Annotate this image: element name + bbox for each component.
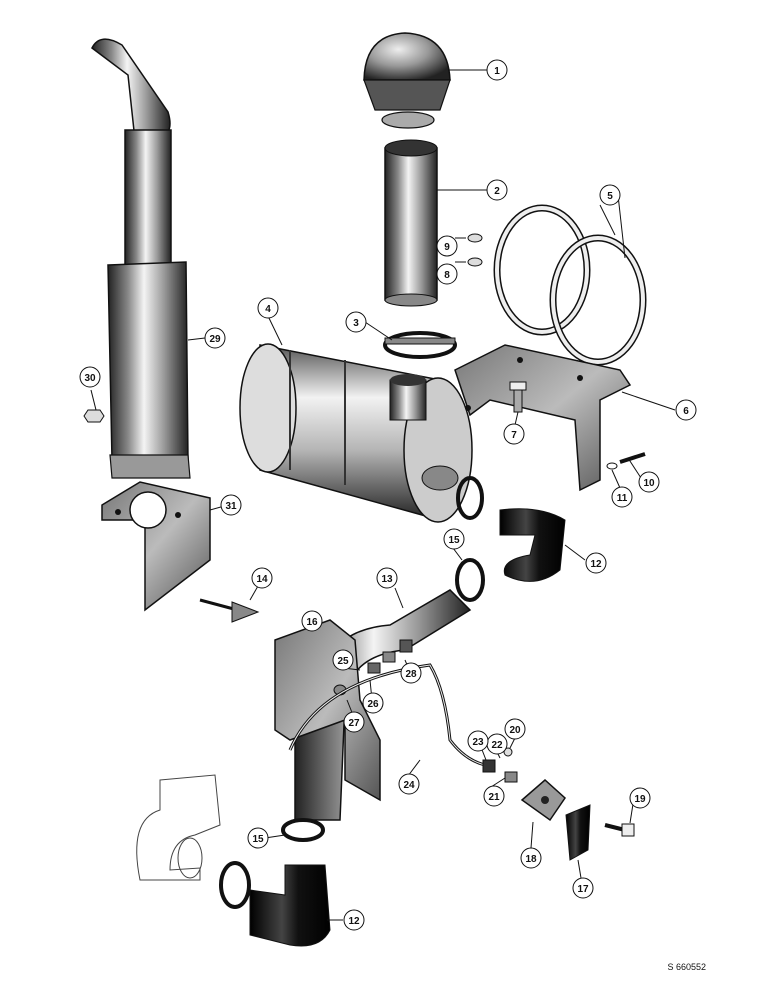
callout-15-upper: 15 bbox=[443, 528, 465, 550]
hose-elbow-lower bbox=[249, 864, 331, 947]
svg-text:7: 7 bbox=[511, 430, 517, 441]
bolt-10 bbox=[606, 452, 646, 470]
svg-text:28: 28 bbox=[405, 669, 417, 680]
svg-text:8: 8 bbox=[444, 270, 450, 281]
callout-29: 29 bbox=[204, 327, 226, 349]
intake-pipe bbox=[384, 139, 438, 307]
svg-text:24: 24 bbox=[403, 780, 415, 791]
svg-text:22: 22 bbox=[491, 740, 503, 751]
u-bolt-clamp bbox=[383, 331, 457, 359]
svg-text:4: 4 bbox=[265, 304, 271, 315]
callout-17: 17 bbox=[572, 877, 594, 899]
svg-text:6: 6 bbox=[683, 406, 689, 417]
callout-26: 26 bbox=[362, 692, 384, 714]
callout-28: 28 bbox=[400, 662, 422, 684]
svg-text:20: 20 bbox=[509, 725, 521, 736]
callout-30: 30 bbox=[79, 366, 101, 388]
svg-text:23: 23 bbox=[472, 737, 484, 748]
callout-3: 3 bbox=[345, 311, 367, 333]
callout-16: 16 bbox=[301, 610, 323, 632]
callout-21: 21 bbox=[483, 785, 505, 807]
svg-text:26: 26 bbox=[367, 699, 379, 710]
svg-text:5: 5 bbox=[607, 191, 613, 202]
svg-text:12: 12 bbox=[348, 916, 360, 927]
svg-text:14: 14 bbox=[256, 574, 268, 585]
callout-12-upper: 12 bbox=[585, 552, 607, 574]
svg-text:29: 29 bbox=[209, 334, 221, 345]
callout-7: 7 bbox=[503, 423, 525, 445]
svg-text:2: 2 bbox=[494, 186, 500, 197]
tube-bracket bbox=[274, 619, 381, 802]
air-cleaner bbox=[239, 343, 473, 523]
callout-9: 9 bbox=[436, 235, 458, 257]
nut-washer bbox=[467, 233, 483, 267]
callout-23: 23 bbox=[467, 730, 489, 752]
callout-14: 14 bbox=[251, 567, 273, 589]
drawing-code: S 660552 bbox=[667, 962, 706, 972]
callout-4: 4 bbox=[257, 297, 279, 319]
callout-27: 27 bbox=[343, 711, 365, 733]
svg-text:9: 9 bbox=[444, 242, 450, 253]
mounting-bands bbox=[493, 204, 647, 366]
callout-2: 2 bbox=[486, 179, 508, 201]
svg-text:30: 30 bbox=[84, 373, 96, 384]
callout-20: 20 bbox=[504, 718, 526, 740]
svg-text:11: 11 bbox=[617, 493, 628, 504]
callout-1: 1 bbox=[486, 59, 508, 81]
svg-text:15: 15 bbox=[448, 535, 460, 546]
svg-text:16: 16 bbox=[306, 617, 318, 628]
svg-text:27: 27 bbox=[348, 718, 360, 729]
callout-22: 22 bbox=[486, 733, 508, 755]
svg-text:18: 18 bbox=[525, 854, 537, 865]
stack-bracket bbox=[101, 481, 211, 612]
restriction-tube bbox=[288, 663, 486, 767]
callout-12-lower: 12 bbox=[343, 909, 365, 931]
fittings bbox=[333, 639, 413, 696]
precleaner-cap bbox=[363, 32, 451, 129]
callout-8: 8 bbox=[436, 263, 458, 285]
exhaust-stack bbox=[91, 38, 191, 479]
svg-text:12: 12 bbox=[590, 559, 602, 570]
callout-6: 6 bbox=[675, 399, 697, 421]
callout-15-lower: 15 bbox=[247, 827, 269, 849]
callout-5: 5 bbox=[599, 184, 621, 206]
svg-text:10: 10 bbox=[643, 478, 655, 489]
reference-elbow bbox=[136, 774, 221, 881]
hose-clamp-lower bbox=[219, 818, 325, 909]
hose-elbow-upper bbox=[499, 508, 566, 582]
svg-text:15: 15 bbox=[252, 834, 264, 845]
hose-clamp-upper bbox=[455, 476, 485, 602]
svg-text:17: 17 bbox=[577, 884, 589, 895]
svg-text:19: 19 bbox=[634, 794, 646, 805]
callout-24: 24 bbox=[398, 773, 420, 795]
callout-circles: 1 2 3 4 5 6 7 8 9 10 11 12 12 13 14 15 1… bbox=[79, 59, 697, 931]
callout-18: 18 bbox=[520, 847, 542, 869]
callout-13: 13 bbox=[376, 567, 398, 589]
svg-text:3: 3 bbox=[353, 318, 359, 329]
svg-text:1: 1 bbox=[494, 66, 500, 77]
callout-25: 25 bbox=[332, 649, 354, 671]
svg-text:13: 13 bbox=[381, 574, 393, 585]
callout-31: 31 bbox=[220, 494, 242, 516]
svg-text:31: 31 bbox=[225, 501, 237, 512]
svg-text:25: 25 bbox=[337, 656, 349, 667]
indicator-assembly bbox=[482, 747, 635, 861]
svg-text:21: 21 bbox=[488, 792, 500, 803]
callout-19: 19 bbox=[629, 787, 651, 809]
cleaner-bracket bbox=[454, 344, 632, 492]
thermostat-pin bbox=[199, 598, 260, 623]
callout-11: 11 bbox=[611, 486, 633, 508]
callout-10: 10 bbox=[638, 471, 660, 493]
nut-30 bbox=[83, 409, 105, 423]
